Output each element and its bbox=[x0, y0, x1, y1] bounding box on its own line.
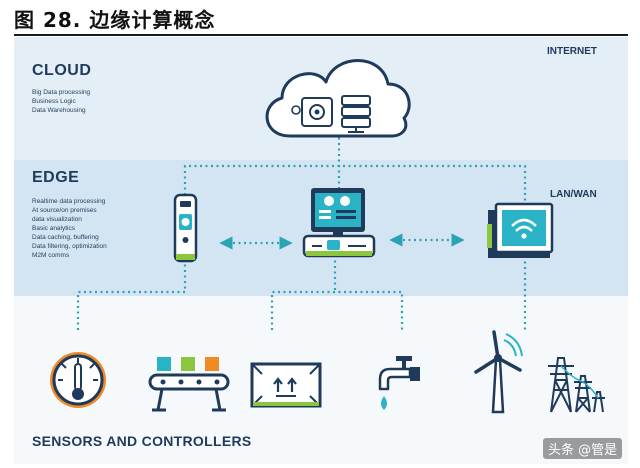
watermark: 头条 @管是 bbox=[543, 438, 623, 459]
cloud-item: Business Logic bbox=[32, 98, 76, 105]
power-tower-icon bbox=[548, 357, 605, 413]
edge-computer-icon bbox=[302, 188, 376, 258]
cloud-item: Data Warehousing bbox=[32, 107, 86, 114]
connector-lines bbox=[76, 132, 527, 330]
package-icon bbox=[250, 362, 322, 408]
edge-item: Realtime data processing bbox=[32, 198, 106, 205]
figure-title: 图 28. 边缘计算概念 bbox=[14, 8, 216, 32]
title-rule bbox=[14, 34, 628, 36]
edge-desc: Realtime data processing At source/on pr… bbox=[32, 197, 107, 260]
lanwan-label: LAN/WAN bbox=[550, 189, 597, 200]
cloud-label: CLOUD bbox=[32, 62, 92, 79]
edge-item: data visualization bbox=[32, 216, 82, 223]
gauge-icon bbox=[50, 352, 106, 408]
edge-item: Data caching, buffering bbox=[32, 234, 99, 241]
edge-item: M2M comms bbox=[32, 252, 70, 259]
wireless-router-icon bbox=[487, 202, 554, 258]
handheld-device-icon bbox=[173, 193, 198, 263]
faucet-icon bbox=[378, 356, 420, 410]
wind-turbine-icon bbox=[474, 330, 523, 414]
internet-label: INTERNET bbox=[547, 46, 597, 57]
sensors-label: SENSORS AND CONTROLLERS bbox=[32, 433, 252, 449]
cloud-server-icon bbox=[265, 59, 411, 138]
cloud-desc: Big Data processing Business Logic Data … bbox=[32, 88, 90, 115]
edge-item: Basic analytics bbox=[32, 225, 75, 232]
edge-item: At source/on premises bbox=[32, 207, 97, 214]
cloud-item: Big Data processing bbox=[32, 89, 91, 96]
edge-item: Data filtering, optimization bbox=[32, 243, 107, 250]
edge-label: EDGE bbox=[32, 169, 80, 186]
conveyor-icon bbox=[148, 357, 230, 412]
